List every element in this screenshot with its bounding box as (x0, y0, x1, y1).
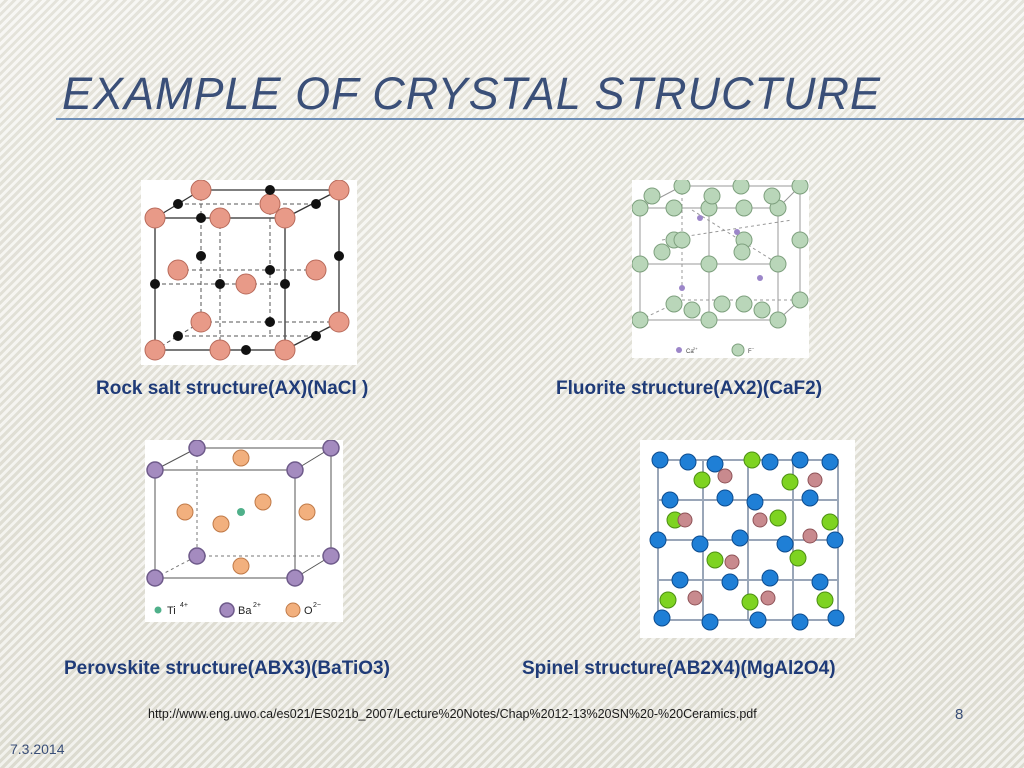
page-number: 8 (955, 706, 964, 723)
legend-ba-label: Ba (238, 605, 252, 617)
title-underline (56, 118, 1024, 120)
legend-ba-charge: 2+ (253, 602, 261, 609)
perovskite-figure: Ti 4+ Ba 2+ O 2− (145, 440, 343, 622)
legend-f-label: F (748, 349, 752, 355)
rock-salt-figure (141, 180, 357, 365)
legend-ca-charge: 2+ (693, 346, 698, 351)
fluorite-caption: Fluorite structure(AX2)(CaF2) (556, 378, 823, 399)
legend-f-charge: − (752, 346, 755, 351)
spinel-caption: Spinel structure(AB2X4)(MgAl2O4) (522, 658, 836, 679)
footer-date: 7.3.2014 (10, 741, 65, 757)
source-link[interactable]: http://www.eng.uwo.ca/es021/ES021b_2007/… (148, 707, 757, 721)
legend-ti-charge: 4+ (180, 602, 188, 609)
rock-salt-caption: Rock salt structure(AX)(NaCl ) (96, 378, 369, 399)
legend-o-charge: 2− (313, 602, 321, 609)
perovskite-caption: Perovskite structure(ABX3)(BaTiO3) (64, 658, 390, 679)
spinel-figure (640, 440, 855, 638)
legend-ti-label: Ti (167, 605, 176, 617)
fluorite-figure: Ca 2+ F − (632, 180, 809, 358)
legend-ca-label: Ca (686, 349, 694, 355)
slide-title: Example of crystal structure (62, 68, 881, 119)
legend-o-label: O (304, 605, 313, 617)
